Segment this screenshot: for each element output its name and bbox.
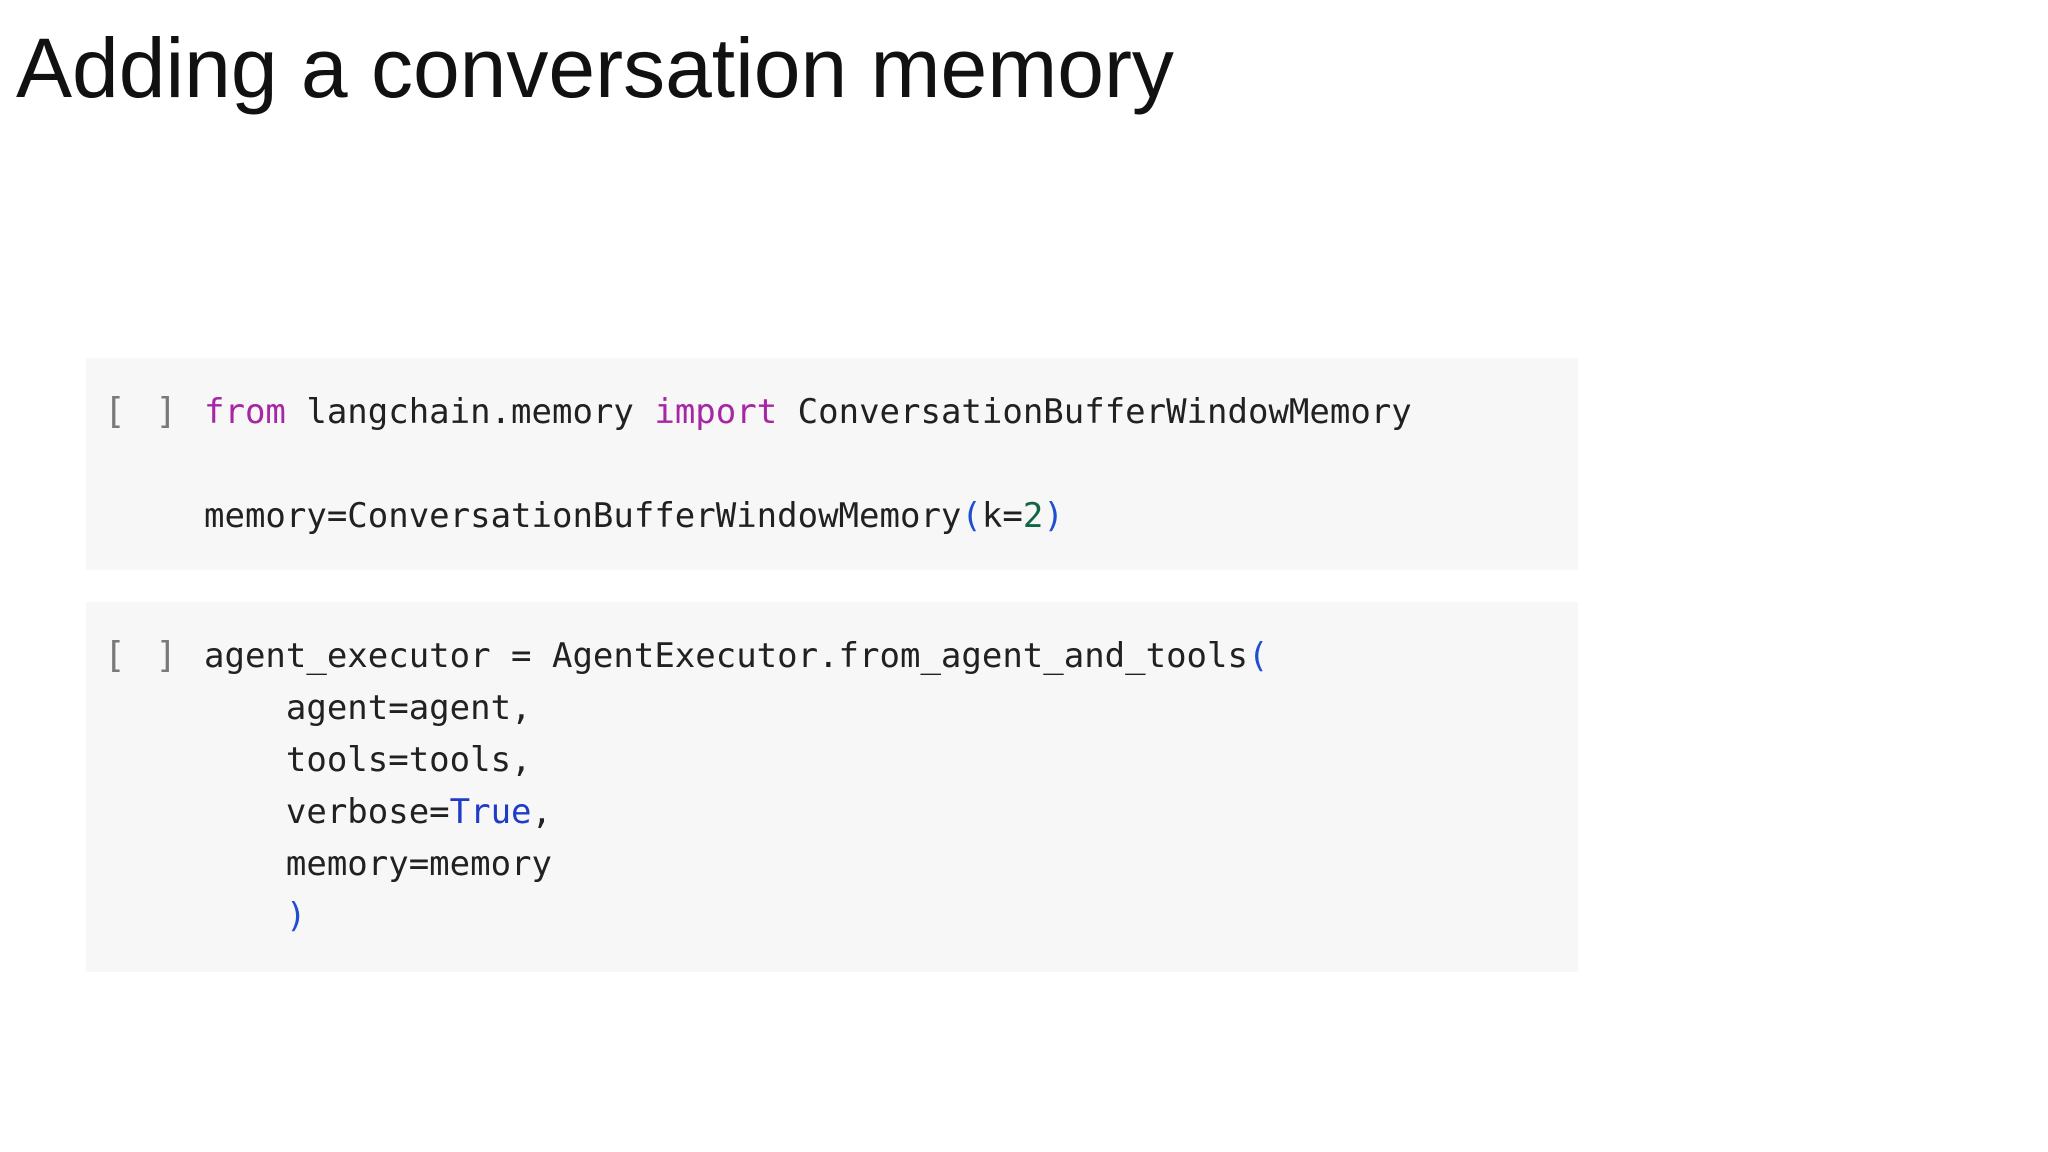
code-editor[interactable]: from langchain.memory import Conversatio…	[204, 386, 1412, 542]
code-paren: )	[285, 896, 307, 936]
code-line: memory=ConversationBufferWindowMemory(k=…	[204, 490, 1412, 542]
code-keyword: from	[204, 392, 286, 432]
code-paren: )	[1043, 496, 1064, 536]
slide-title: Adding a conversation memory	[16, 21, 1174, 115]
code-line: from langchain.memory import Conversatio…	[204, 386, 1412, 438]
code-paren: (	[961, 496, 982, 536]
code-text	[204, 896, 286, 936]
code-text: ,	[531, 792, 553, 832]
code-line: agent_executor = AgentExecutor.from_agen…	[204, 630, 1268, 682]
code-line: verbose=True,	[204, 786, 1268, 838]
run-cell-button[interactable]: [ ]	[104, 391, 182, 432]
code-paren: (	[1247, 636, 1269, 676]
code-text: tools=tools,	[204, 740, 532, 780]
code-keyword: import	[654, 392, 778, 432]
code-text: memory=memory	[204, 844, 552, 884]
code-text: memory=ConversationBufferWindowMemory	[204, 496, 962, 536]
run-cell-button[interactable]: [ ]	[104, 635, 182, 676]
code-number: 2	[1022, 496, 1044, 536]
code-line: agent=agent,	[204, 682, 1268, 734]
code-line	[204, 438, 1412, 490]
code-text: k=	[981, 496, 1023, 536]
code-line: memory=memory	[204, 838, 1268, 890]
code-text: verbose=	[204, 792, 450, 832]
code-line: tools=tools,	[204, 734, 1268, 786]
code-text: agent_executor = AgentExecutor.from_agen…	[204, 636, 1248, 676]
code-boolean: True	[449, 792, 532, 832]
code-text: langchain.memory	[285, 392, 655, 432]
code-text: ConversationBufferWindowMemory	[777, 392, 1412, 432]
code-cell-2[interactable]: [ ] agent_executor = AgentExecutor.from_…	[86, 602, 1578, 972]
code-text: agent=agent,	[204, 688, 532, 728]
code-cell-1[interactable]: [ ] from langchain.memory import Convers…	[86, 358, 1578, 570]
code-editor[interactable]: agent_executor = AgentExecutor.from_agen…	[204, 630, 1268, 942]
code-line: )	[204, 890, 1268, 942]
